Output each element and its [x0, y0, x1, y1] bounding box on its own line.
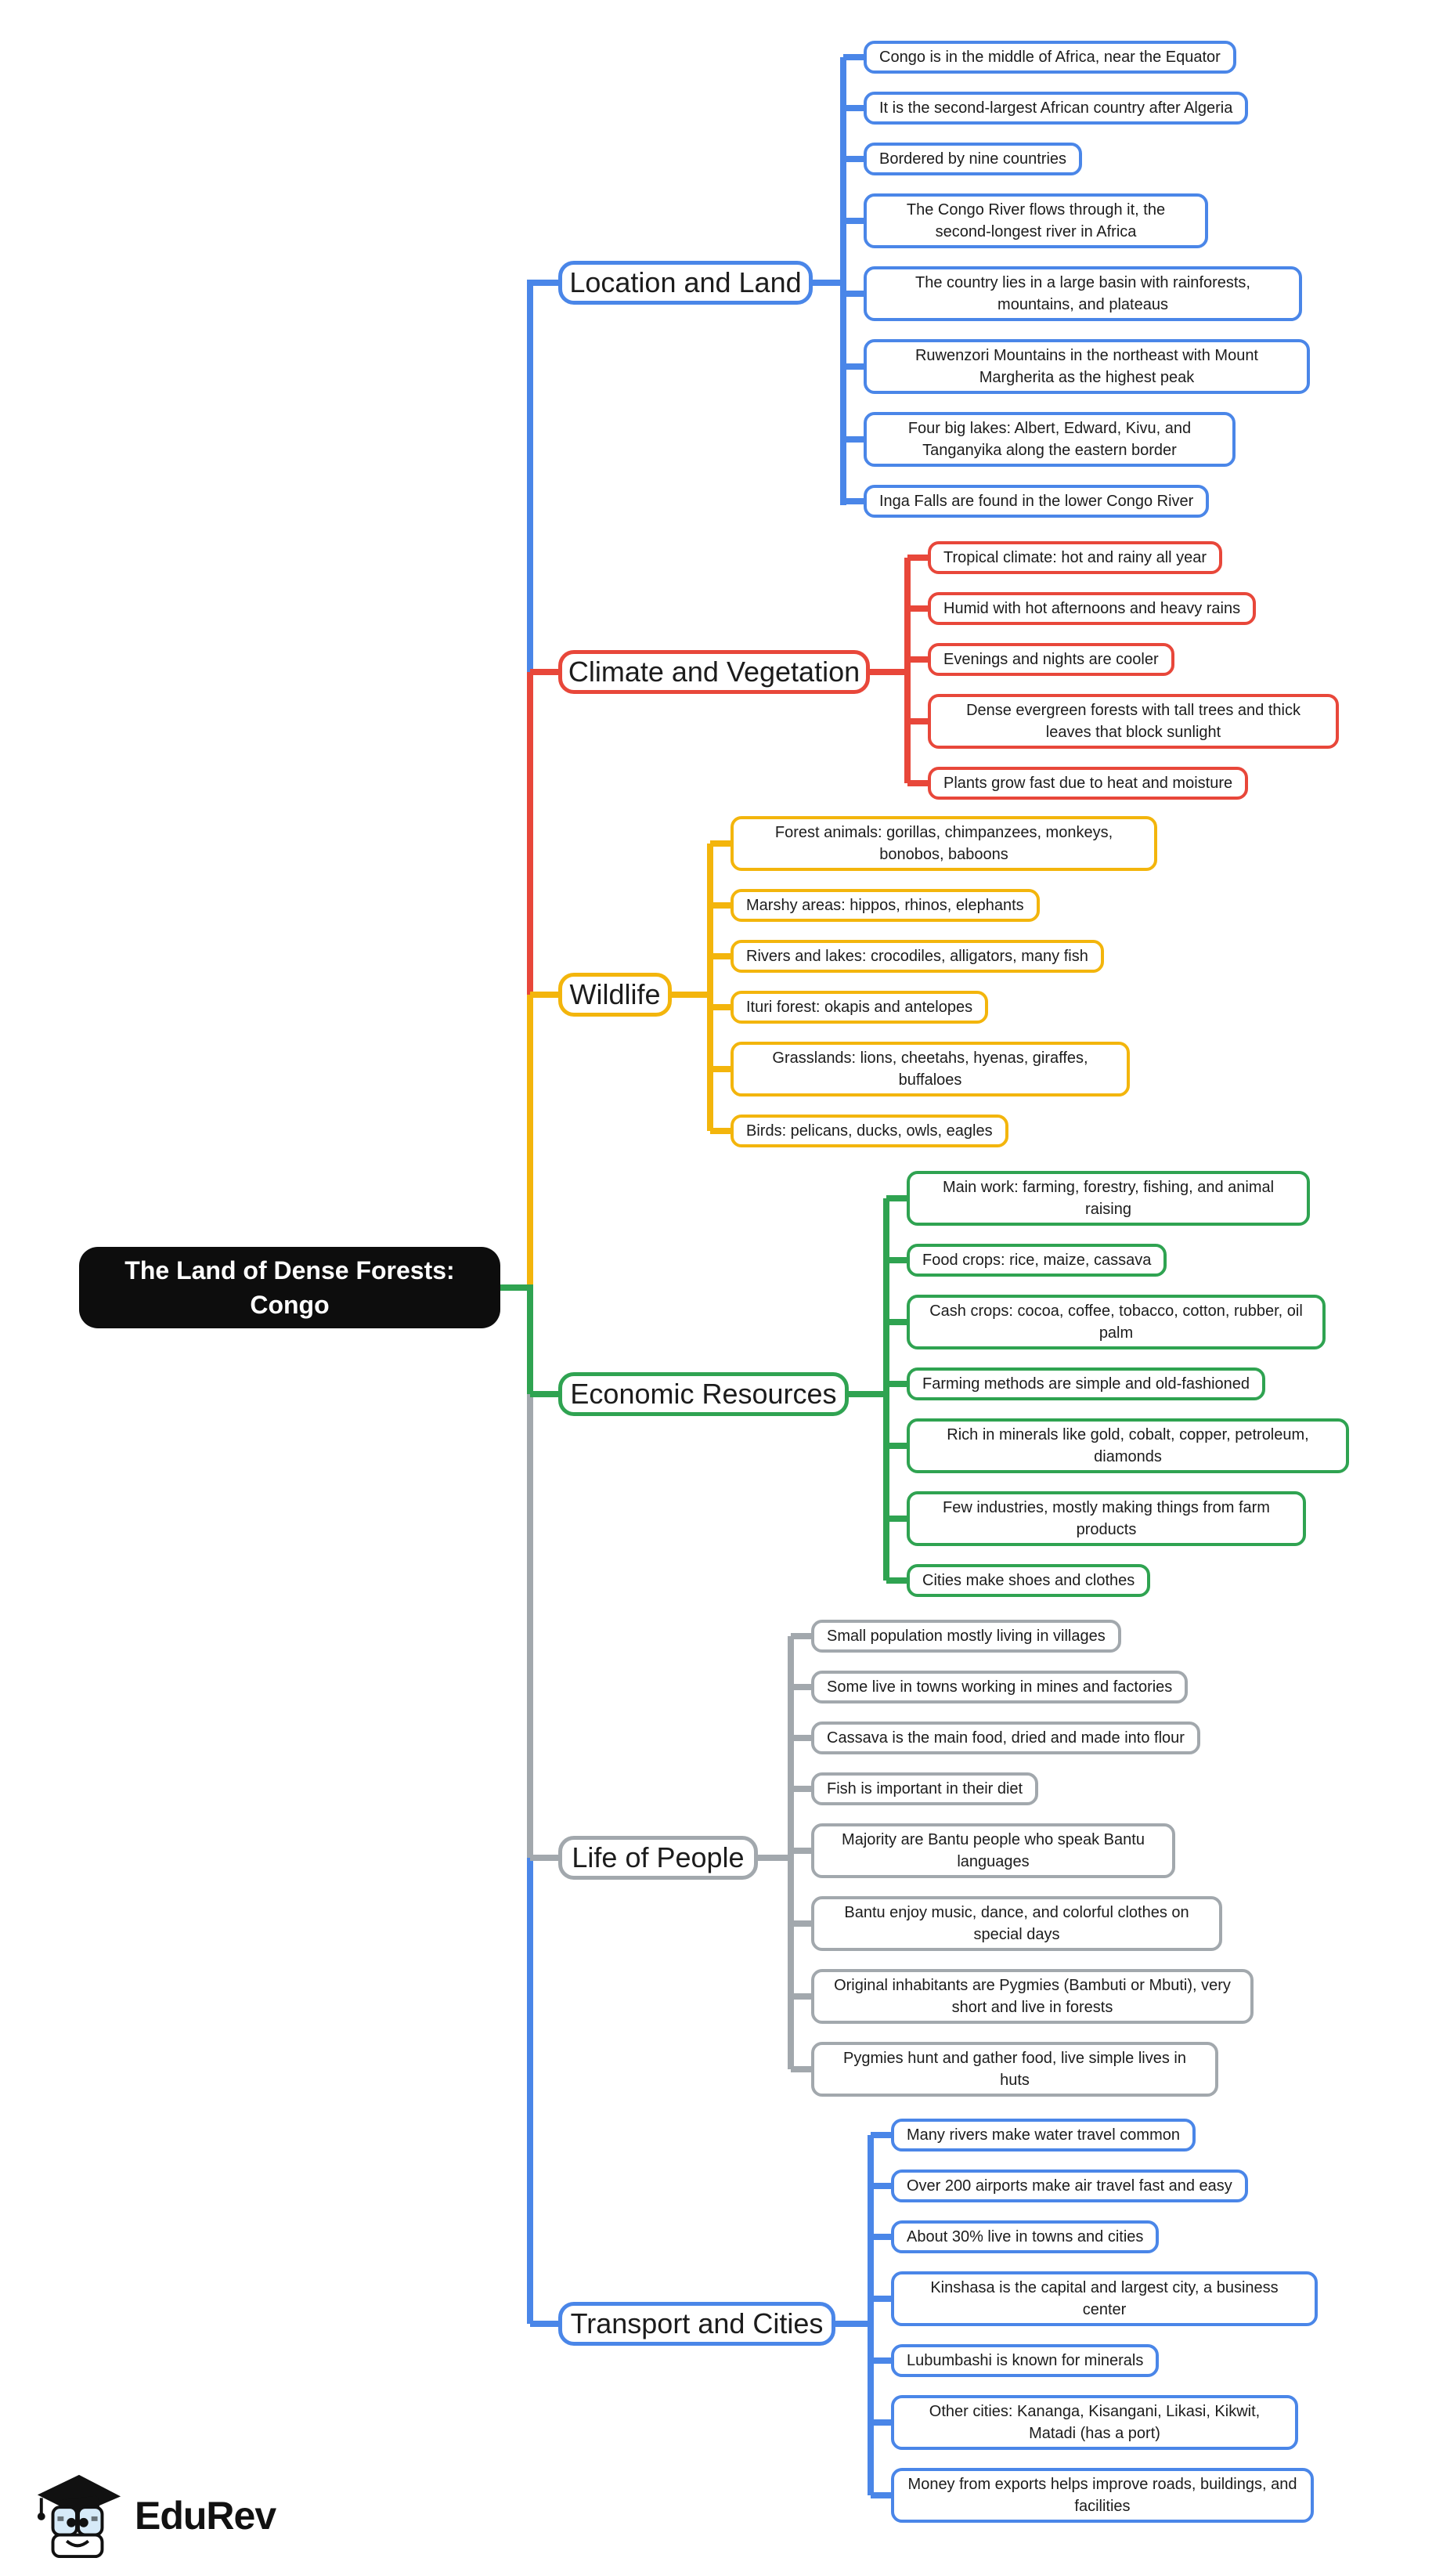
leaf-node[interactable]: Food crops: rice, maize, cassava — [907, 1244, 1167, 1277]
branch-label-wildlife[interactable]: Wildlife — [558, 973, 672, 1017]
leaf-node[interactable]: Ruwenzori Mountains in the northeast wit… — [864, 339, 1310, 394]
trunk-segment-climate — [527, 672, 533, 995]
branch-label-text: Transport and Cities — [570, 2307, 824, 2339]
branch-label-text: Location and Land — [569, 266, 802, 298]
trunk-segment-economic — [527, 1288, 533, 1394]
leaf-node[interactable]: Cassava is the main food, dried and made… — [811, 1722, 1200, 1754]
leaf-node[interactable]: Congo is in the middle of Africa, near t… — [864, 41, 1236, 74]
leaf-node[interactable]: Many rivers make water travel common — [891, 2119, 1196, 2151]
leaf-node[interactable]: Grasslands: lions, cheetahs, hyenas, gir… — [731, 1042, 1130, 1097]
leaf-node[interactable]: It is the second-largest African country… — [864, 92, 1249, 125]
leaf-node[interactable]: Over 200 airports make air travel fast a… — [891, 2170, 1248, 2202]
leaf-node[interactable]: Cash crops: cocoa, coffee, tobacco, cott… — [907, 1295, 1326, 1349]
leaf-node[interactable]: Rivers and lakes: crocodiles, alligators… — [731, 940, 1104, 973]
leaf-node[interactable]: Small population mostly living in villag… — [811, 1620, 1121, 1653]
branch-spine — [868, 2135, 874, 2495]
branch-spine — [840, 57, 846, 505]
trunk-segment-life — [527, 1394, 533, 1858]
leaf-node[interactable]: Four big lakes: Albert, Edward, Kivu, an… — [864, 412, 1236, 467]
root-title: The Land of Dense Forests: Congo — [124, 1256, 455, 1319]
branch-label-economic-resources[interactable]: Economic Resources — [558, 1372, 849, 1416]
leaf-node[interactable]: Birds: pelicans, ducks, owls, eagles — [731, 1115, 1008, 1147]
branch-label-life-of-people[interactable]: Life of People — [558, 1836, 758, 1880]
edurev-logo[interactable]: EduRev — [31, 2467, 276, 2563]
leaf-node[interactable]: Farming methods are simple and old-fashi… — [907, 1367, 1265, 1400]
leaf-node[interactable]: Pygmies hunt and gather food, live simpl… — [811, 2042, 1218, 2097]
leaf-node[interactable]: Cities make shoes and clothes — [907, 1564, 1151, 1597]
leaf-node[interactable]: Kinshasa is the capital and largest city… — [891, 2271, 1318, 2326]
branch-spine — [707, 844, 713, 1131]
leaf-node[interactable]: Fish is important in their diet — [811, 1772, 1039, 1805]
branch-label-location-and-land[interactable]: Location and Land — [558, 261, 813, 305]
leaf-node[interactable]: Main work: farming, forestry, fishing, a… — [907, 1171, 1310, 1226]
leaf-node[interactable]: Other cities: Kananga, Kisangani, Likasi… — [891, 2395, 1298, 2450]
root-node[interactable]: The Land of Dense Forests: Congo — [79, 1247, 500, 1328]
branch-label-transport-and-cities[interactable]: Transport and Cities — [558, 2302, 835, 2346]
branch-spine — [883, 1198, 889, 1581]
branch-label-text: Economic Resources — [570, 1378, 837, 1410]
leaf-node[interactable]: Marshy areas: hippos, rhinos, elephants — [731, 889, 1040, 922]
edurev-logo-icon — [31, 2467, 124, 2563]
leaf-node[interactable]: Evenings and nights are cooler — [928, 643, 1174, 676]
leaf-node[interactable]: Bantu enjoy music, dance, and colorful c… — [811, 1896, 1222, 1951]
leaf-node[interactable]: Rich in minerals like gold, cobalt, copp… — [907, 1418, 1349, 1473]
leaf-node[interactable]: Money from exports helps improve roads, … — [891, 2468, 1314, 2523]
branch-label-text: Life of People — [572, 1841, 745, 1873]
leaf-node[interactable]: Original inhabitants are Pygmies (Bambut… — [811, 1969, 1254, 2024]
edurev-logo-text: EduRev — [135, 2493, 276, 2538]
leaf-node[interactable]: Bordered by nine countries — [864, 143, 1083, 175]
leaf-node[interactable]: Dense evergreen forests with tall trees … — [928, 694, 1339, 749]
trunk-segment-location — [527, 280, 533, 672]
leaf-node[interactable]: Some live in towns working in mines and … — [811, 1671, 1189, 1703]
leaf-node[interactable]: Humid with hot afternoons and heavy rain… — [928, 592, 1257, 625]
leaf-node[interactable]: Inga Falls are found in the lower Congo … — [864, 485, 1210, 518]
leaf-node[interactable]: Few industries, mostly making things fro… — [907, 1491, 1306, 1546]
leaf-node[interactable]: Lubumbashi is known for minerals — [891, 2344, 1160, 2377]
leaf-node[interactable]: The country lies in a large basin with r… — [864, 266, 1302, 321]
branch-spine — [904, 558, 911, 783]
leaf-node[interactable]: Tropical climate: hot and rainy all year — [928, 541, 1223, 574]
leaf-node[interactable]: The Congo River flows through it, the se… — [864, 193, 1208, 248]
branch-label-climate-and-vegetation[interactable]: Climate and Vegetation — [558, 650, 870, 694]
leaf-node[interactable]: Plants grow fast due to heat and moistur… — [928, 767, 1249, 800]
trunk-segment-wildlife — [527, 995, 533, 1288]
leaf-node[interactable]: About 30% live in towns and cities — [891, 2220, 1160, 2253]
leaf-node[interactable]: Forest animals: gorillas, chimpanzees, m… — [731, 816, 1157, 871]
leaf-node[interactable]: Ituri forest: okapis and antelopes — [731, 991, 989, 1024]
trunk-segment-transport — [527, 1858, 533, 2324]
leaf-node[interactable]: Majority are Bantu people who speak Bant… — [811, 1823, 1175, 1878]
branch-label-text: Wildlife — [569, 978, 661, 1010]
branch-label-text: Climate and Vegetation — [568, 656, 860, 688]
